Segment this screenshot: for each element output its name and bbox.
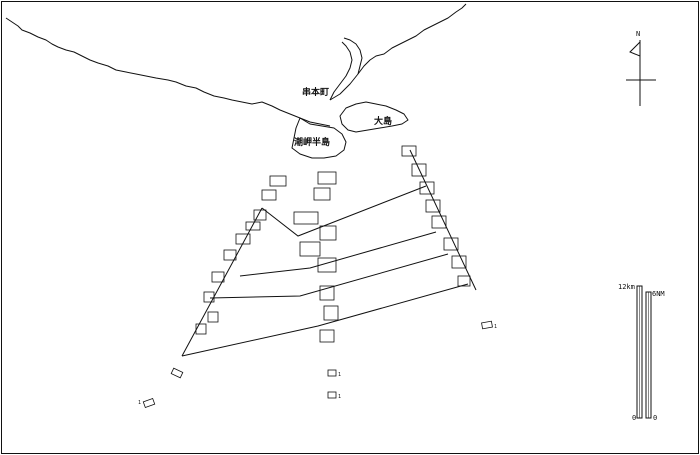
marker-rect-sw1 bbox=[170, 367, 184, 379]
marker-label-sw: 1 bbox=[138, 400, 141, 406]
marker-label-mid1: 1 bbox=[338, 372, 341, 378]
river-inlet-2 bbox=[329, 41, 353, 101]
place-shionomisaki: 潮岬半島 bbox=[294, 136, 330, 148]
marker-rect-sw2 bbox=[142, 397, 156, 409]
scale-nm-label: 6NM bbox=[652, 290, 665, 298]
coastline-main bbox=[5, 17, 331, 127]
scale-km-zero: 0 bbox=[632, 414, 636, 422]
survey-lines bbox=[181, 149, 477, 357]
north-arrow-icon bbox=[626, 40, 656, 106]
scale-bar-nm bbox=[645, 291, 652, 419]
north-label: N bbox=[636, 30, 640, 38]
place-oshima: 大島 bbox=[374, 115, 392, 127]
place-kushimoto: 串本町 bbox=[302, 86, 329, 98]
river-inlet bbox=[343, 37, 363, 75]
shionomisaki-peninsula bbox=[291, 117, 347, 159]
transect-middle bbox=[293, 171, 339, 399]
oshima-island bbox=[339, 101, 409, 133]
scale-bar-km bbox=[636, 285, 643, 419]
scale-km-label: 12km bbox=[618, 283, 635, 291]
transect-left bbox=[195, 175, 287, 335]
scale-nm-zero: 0 bbox=[653, 414, 657, 422]
marker-label-mid2: 1 bbox=[338, 394, 341, 400]
transect-right bbox=[401, 145, 471, 287]
marker-rect-east bbox=[481, 320, 493, 330]
marker-label-east: 1 bbox=[494, 324, 497, 330]
